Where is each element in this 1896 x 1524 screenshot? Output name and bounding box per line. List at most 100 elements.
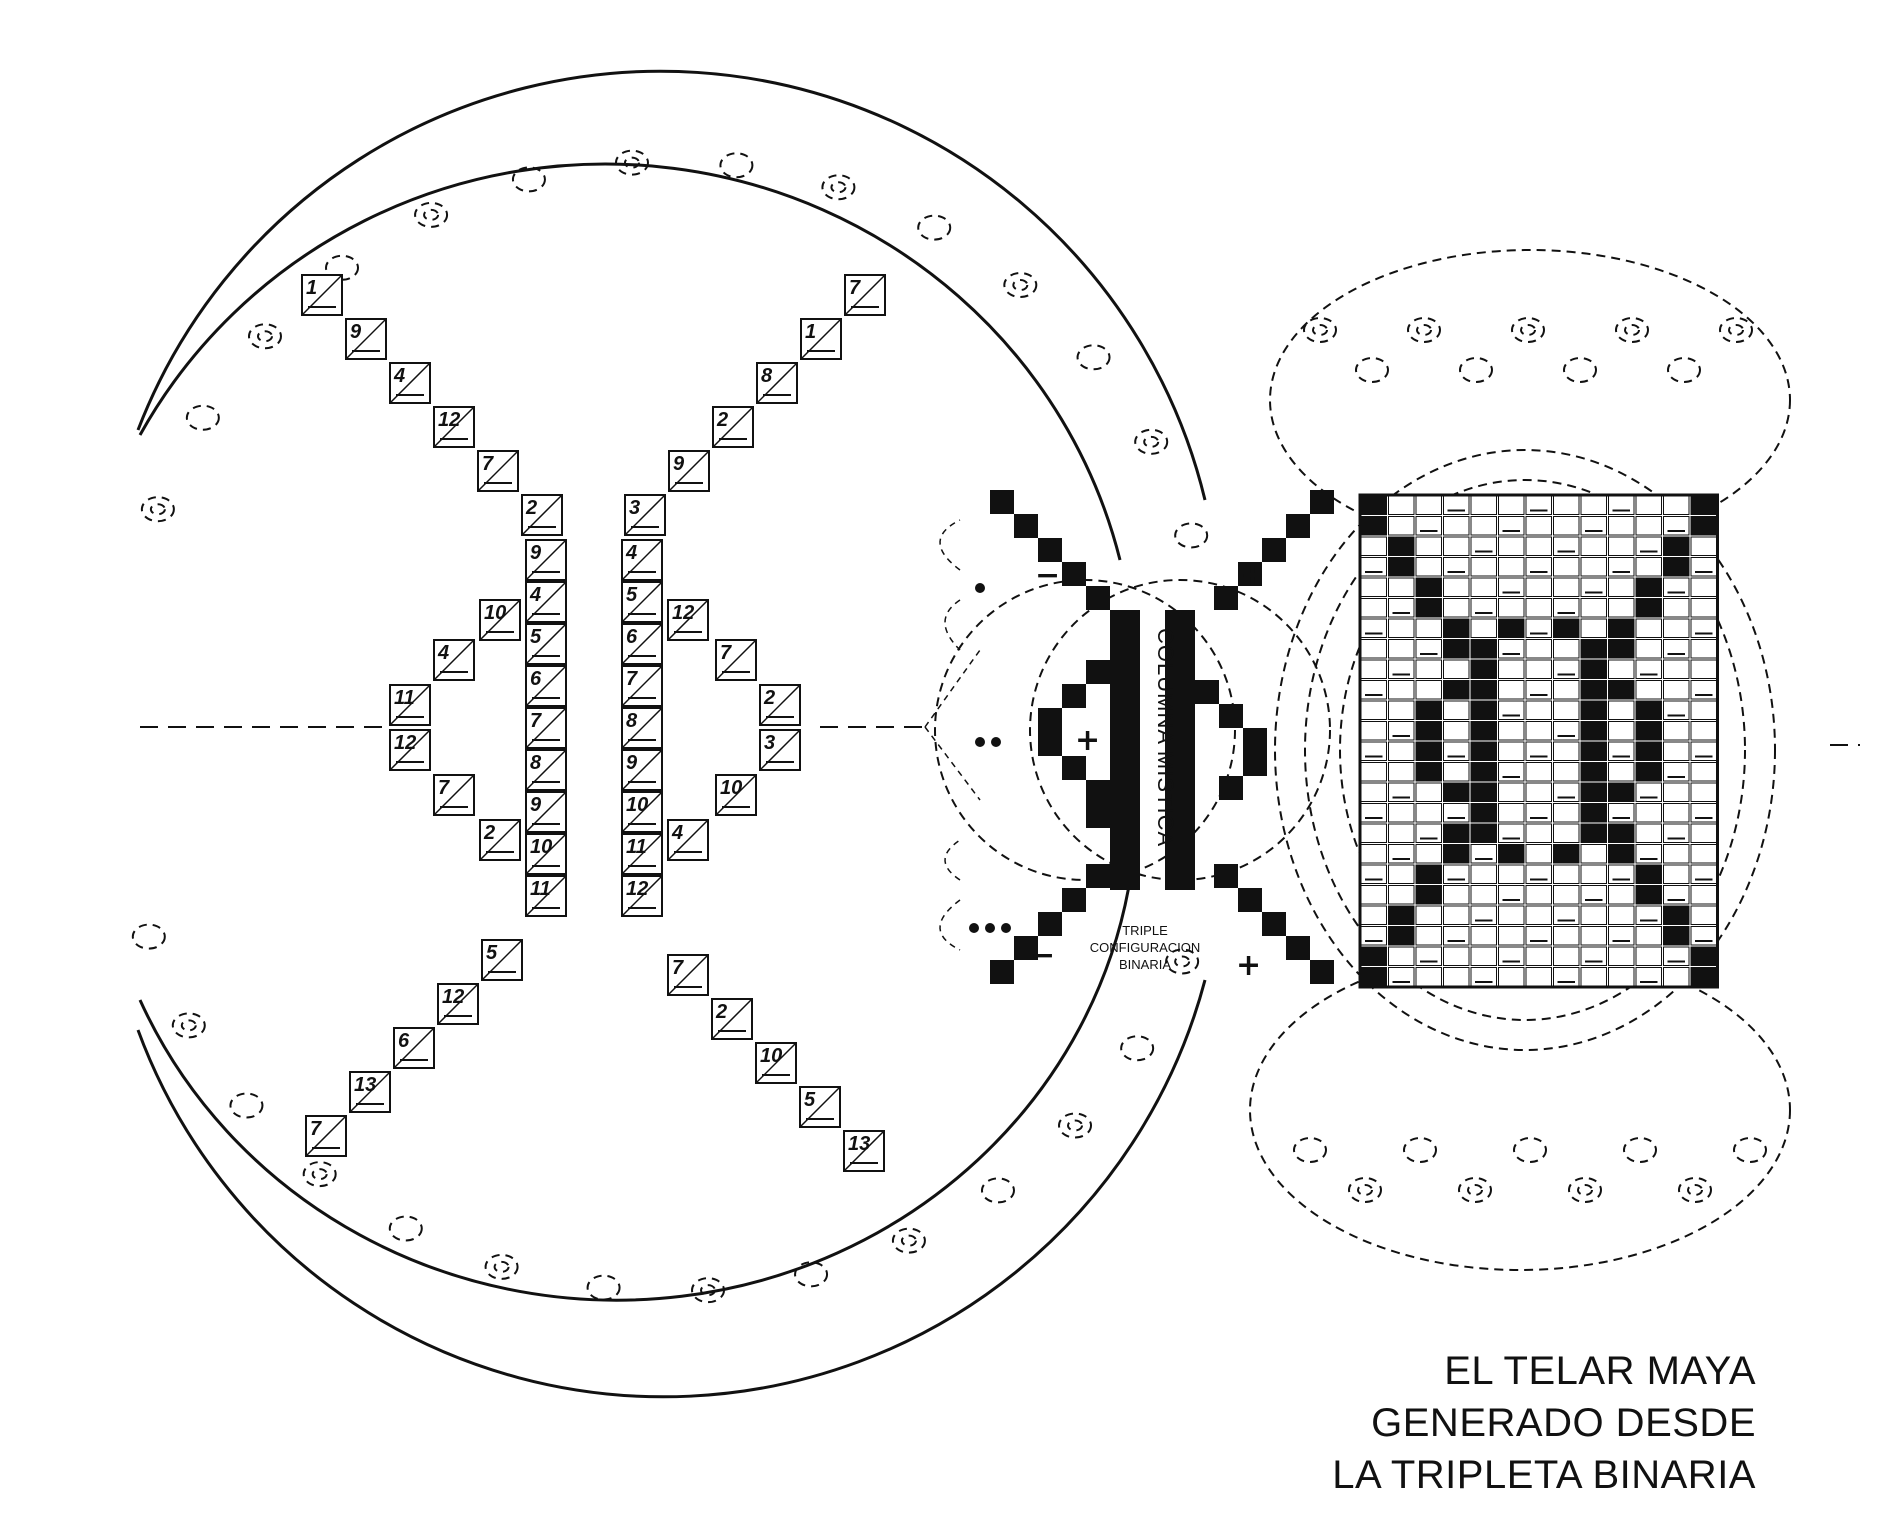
loom-cell (1389, 517, 1415, 536)
stair-cell-number: 12 (394, 732, 416, 754)
loom-cell (1691, 558, 1717, 577)
loom-cell (1389, 804, 1415, 823)
loom-cell (1471, 804, 1497, 823)
loom-cell (1389, 537, 1415, 556)
stair-cell: 2 (522, 495, 562, 535)
loom-cell (1361, 537, 1387, 556)
loom-cell (1609, 701, 1635, 720)
pixel-block (1062, 562, 1086, 586)
swirl (415, 203, 447, 227)
loom-cell (1581, 968, 1607, 987)
loom-cell (1416, 968, 1442, 987)
stair-cell: 8 (526, 750, 566, 790)
loom-cell (1389, 619, 1415, 638)
loom-cell (1691, 537, 1717, 556)
pixel-block (1286, 514, 1310, 538)
loom-cell (1554, 783, 1580, 802)
loom-cell (1554, 701, 1580, 720)
loom-cell (1444, 783, 1470, 802)
loom-cell (1581, 640, 1607, 659)
loom-cell (1361, 845, 1387, 864)
loom-cell (1389, 947, 1415, 966)
pixel-block (1086, 864, 1110, 888)
loom-cell (1691, 763, 1717, 782)
loom-cell (1526, 537, 1552, 556)
stair-cell: 1 (302, 275, 342, 315)
loom-cell (1499, 804, 1525, 823)
stair-cell-number: 6 (626, 626, 638, 648)
loom-cell (1526, 619, 1552, 638)
loom-cell (1526, 865, 1552, 884)
loom-cell (1636, 578, 1662, 597)
loom-cell (1471, 496, 1497, 515)
loom-cell (1499, 578, 1525, 597)
swirl (1460, 358, 1492, 382)
loom-cell (1636, 968, 1662, 987)
loom-cell (1471, 927, 1497, 946)
loom-cell (1361, 906, 1387, 925)
loom-cell (1389, 681, 1415, 700)
caption-line-3: LA TRIPLETA BINARIA (1332, 1449, 1756, 1501)
loom-cell (1471, 845, 1497, 864)
stair-cell: 2 (712, 999, 752, 1039)
swirl (1679, 1178, 1711, 1202)
loom-cell (1636, 865, 1662, 884)
stair-cell: 2 (713, 407, 753, 447)
pixel-block (1038, 912, 1062, 936)
pixel-block (1038, 708, 1062, 732)
pixel-block (1214, 864, 1238, 888)
stair-cell-number: 1 (306, 277, 317, 299)
loom-cell (1609, 496, 1635, 515)
loom-cell (1581, 496, 1607, 515)
pixel-block (1086, 660, 1110, 684)
loom-cell (1664, 804, 1690, 823)
loom-cell (1554, 824, 1580, 843)
loom-cell (1444, 927, 1470, 946)
loom-cell (1581, 947, 1607, 966)
loom-cell (1581, 804, 1607, 823)
loom-cell (1471, 886, 1497, 905)
loom-cell (1389, 783, 1415, 802)
loom-cell (1526, 927, 1552, 946)
loom-cell (1691, 742, 1717, 761)
loom-cell (1416, 722, 1442, 741)
loom-cell (1609, 927, 1635, 946)
loom-cell (1361, 660, 1387, 679)
loom-cell (1471, 968, 1497, 987)
loom-cell (1361, 640, 1387, 659)
loom-cell (1609, 886, 1635, 905)
swirl (1459, 1178, 1491, 1202)
loom-cell (1526, 681, 1552, 700)
stair-cell: 12 (438, 984, 478, 1024)
loom-cell (1581, 558, 1607, 577)
stair-cell-number: 9 (350, 321, 362, 343)
loom-cell (1389, 865, 1415, 884)
loom-cell (1499, 517, 1525, 536)
loom-cell (1499, 537, 1525, 556)
swirl (1059, 1114, 1091, 1138)
pixel-block (990, 960, 1014, 984)
loom-cell (1499, 783, 1525, 802)
loom-cell (1389, 558, 1415, 577)
stair-cell-number: 2 (763, 687, 775, 709)
stair-cell: 8 (757, 363, 797, 403)
triple-label-2: CONFIGURACION (1090, 940, 1201, 955)
loom-cell (1526, 660, 1552, 679)
loom-cell (1499, 599, 1525, 618)
loom-cell (1554, 763, 1580, 782)
loom-cell (1526, 824, 1552, 843)
stair-cell-number: 4 (437, 642, 449, 664)
loom-cell (1664, 640, 1690, 659)
loom-cell (1444, 845, 1470, 864)
stair-cell: 5 (482, 940, 522, 980)
loom-cell (1416, 681, 1442, 700)
pixel-block (1062, 756, 1086, 780)
loom-cell (1416, 496, 1442, 515)
pixel-block (990, 490, 1014, 514)
binary-dots (969, 583, 1011, 933)
loom-cell (1389, 640, 1415, 659)
stair-cell-number: 11 (626, 836, 647, 858)
pixel-block (1086, 586, 1110, 610)
loom-cell (1526, 886, 1552, 905)
loom-cell (1526, 783, 1552, 802)
